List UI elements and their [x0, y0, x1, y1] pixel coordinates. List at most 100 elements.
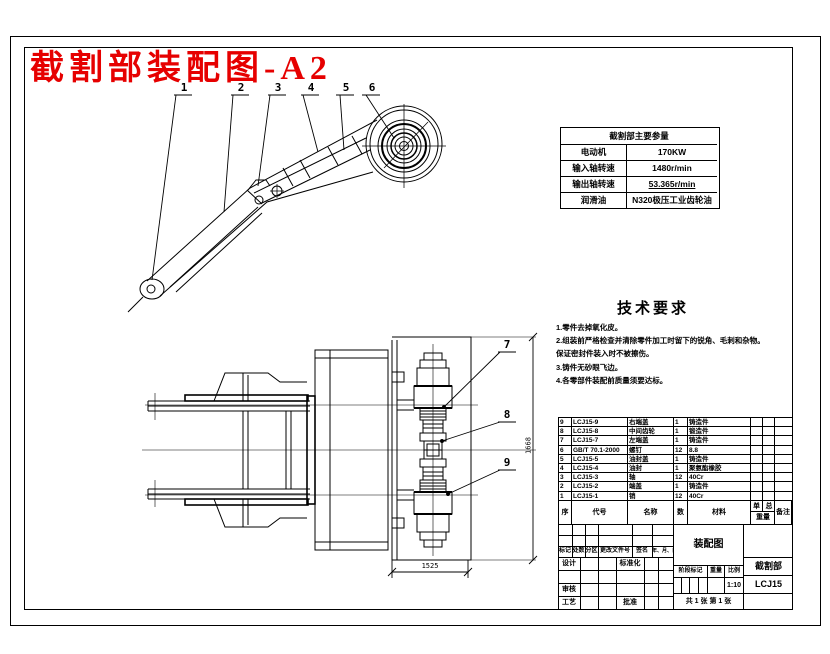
- bom-seq: 8: [559, 427, 572, 437]
- bom-total-weight: [763, 418, 775, 428]
- bom-name: 中间齿轮: [628, 427, 674, 437]
- bom-remark: [775, 436, 792, 446]
- callout-9: 9: [503, 456, 511, 469]
- bom-code: LCJ15-4: [572, 463, 628, 474]
- bom-header-unit-weight: 单重: [751, 500, 763, 511]
- param-table-title: 截割部主要参量: [561, 128, 717, 145]
- tech-req-line: 3.铸件无砂眼飞边。: [556, 362, 623, 372]
- bom-qty: 12: [674, 445, 688, 455]
- bom-header: 序号 代号 名称 数量 材料 单重总重 重量 备注: [559, 500, 792, 524]
- bom-remark: [775, 427, 792, 437]
- callout-6: 6: [368, 81, 376, 94]
- bom-header-remark: 备注: [775, 500, 792, 524]
- bom-unit-weight: [751, 454, 763, 464]
- bom-seq: 1: [559, 491, 572, 501]
- bom-total-weight: [763, 427, 775, 437]
- bom-material: 40Cr: [688, 473, 751, 483]
- tech-requirements-text: 1.零件去掉氧化皮。 2.组装前严格检查并清除零件加工时留下的锐角、毛刺和杂物。…: [556, 321, 796, 387]
- bom-remark: [775, 492, 792, 501]
- bom-material: 8.8: [688, 445, 751, 455]
- bom-material: 聚氨酯橡胶: [688, 463, 751, 474]
- bom-code: LCJ15-7: [572, 436, 628, 446]
- bom-total-weight: [763, 463, 775, 474]
- bom-qty: 1: [674, 418, 688, 428]
- sheet-frame: [10, 36, 821, 626]
- bom-remark: [775, 482, 792, 492]
- bom-code: LCJ15-5: [572, 454, 628, 464]
- stage-mark-label: 阶段标记: [678, 568, 703, 574]
- rev-header-mark: 标记: [558, 548, 571, 554]
- bom-header-name: 名称: [628, 500, 674, 524]
- weight-label: 重量: [709, 568, 722, 574]
- bom-material: 40Cr: [688, 491, 751, 501]
- bom-remark: [775, 418, 792, 428]
- rev-header-date: 年、月、日: [652, 548, 673, 554]
- bom-unit-weight: [751, 463, 763, 474]
- bom-total-weight: [763, 473, 775, 483]
- part-name: 截割部: [754, 561, 782, 571]
- scale-label: 比例: [727, 568, 740, 574]
- bom-qty: 1: [674, 482, 688, 492]
- bom-header-seq: 序号: [559, 500, 572, 524]
- bom-qty: 1: [674, 463, 688, 474]
- bom-total-weight: [763, 445, 775, 455]
- bom-unit-weight: [751, 491, 763, 501]
- tech-req-line: 保证密封件装入时不被擦伤。: [556, 349, 654, 359]
- callout-2: 2: [237, 81, 245, 94]
- param-label: 润滑油: [561, 193, 627, 208]
- callout-3: 3: [274, 81, 282, 94]
- bom-header-total-weight: 总重: [765, 502, 773, 510]
- sheet-info: 共 1 张 第 1 张: [685, 598, 732, 605]
- bom-unit-weight: [751, 445, 763, 455]
- rev-header-zone: 分区: [585, 548, 598, 554]
- rev-header-count: 处数: [572, 548, 585, 554]
- callout-4: 4: [307, 81, 315, 94]
- param-label: 输出轴转速: [561, 177, 627, 193]
- sig-standard: 标准化: [619, 560, 641, 567]
- bom-code: LCJ15-1: [572, 491, 628, 501]
- bom-header-material: 材料: [688, 500, 751, 524]
- bom-unit-weight: [751, 418, 763, 428]
- bom-seq: 3: [559, 473, 572, 483]
- bom-header-weight: 重量: [756, 513, 770, 521]
- bom-name: 油封: [628, 463, 674, 474]
- bom-material: 锻造件: [688, 427, 751, 437]
- rev-header-doc-no: 更改文件号: [599, 548, 630, 554]
- bom-qty: 1: [674, 427, 688, 437]
- param-value: 1480r/min: [627, 161, 717, 177]
- param-label: 输入轴转速: [561, 161, 627, 177]
- dimension-bottom-width: 1525: [421, 562, 439, 570]
- bom-code: LCJ15-2: [572, 482, 628, 492]
- bom-qty: 12: [674, 491, 688, 501]
- bom-header-qty: 数量: [674, 500, 688, 524]
- bom-code: LCJ15-9: [572, 418, 628, 428]
- bom-total-weight: [763, 454, 775, 464]
- assembly-plan-view: [142, 336, 536, 561]
- tech-requirements-title: 技术要求: [616, 300, 689, 317]
- bom-seq: 4: [559, 463, 572, 474]
- bom-remark: [775, 464, 792, 474]
- sig-design: 设计: [562, 560, 576, 567]
- param-value: N320极压工业齿轮油: [632, 195, 712, 205]
- bom-seq: 6: [559, 445, 572, 455]
- bom-code: GB/T 70.1-2000: [572, 445, 628, 455]
- callout-8: 8: [503, 408, 511, 421]
- bom-remark: [775, 446, 792, 455]
- bom-header-code: 代号: [572, 500, 628, 524]
- param-label: 电动机: [561, 145, 627, 161]
- bom-code: LCJ15-3: [572, 473, 628, 483]
- bom-material: 铸造件: [688, 454, 751, 464]
- drawing-number: LCJ15: [754, 579, 782, 589]
- lower-leader-lines: [440, 351, 516, 496]
- bom-total-weight: [763, 482, 775, 492]
- dimension-right-height: 1668: [524, 437, 533, 454]
- upper-leader-lines: [151, 94, 395, 281]
- bom-name: 左端盖: [628, 436, 674, 446]
